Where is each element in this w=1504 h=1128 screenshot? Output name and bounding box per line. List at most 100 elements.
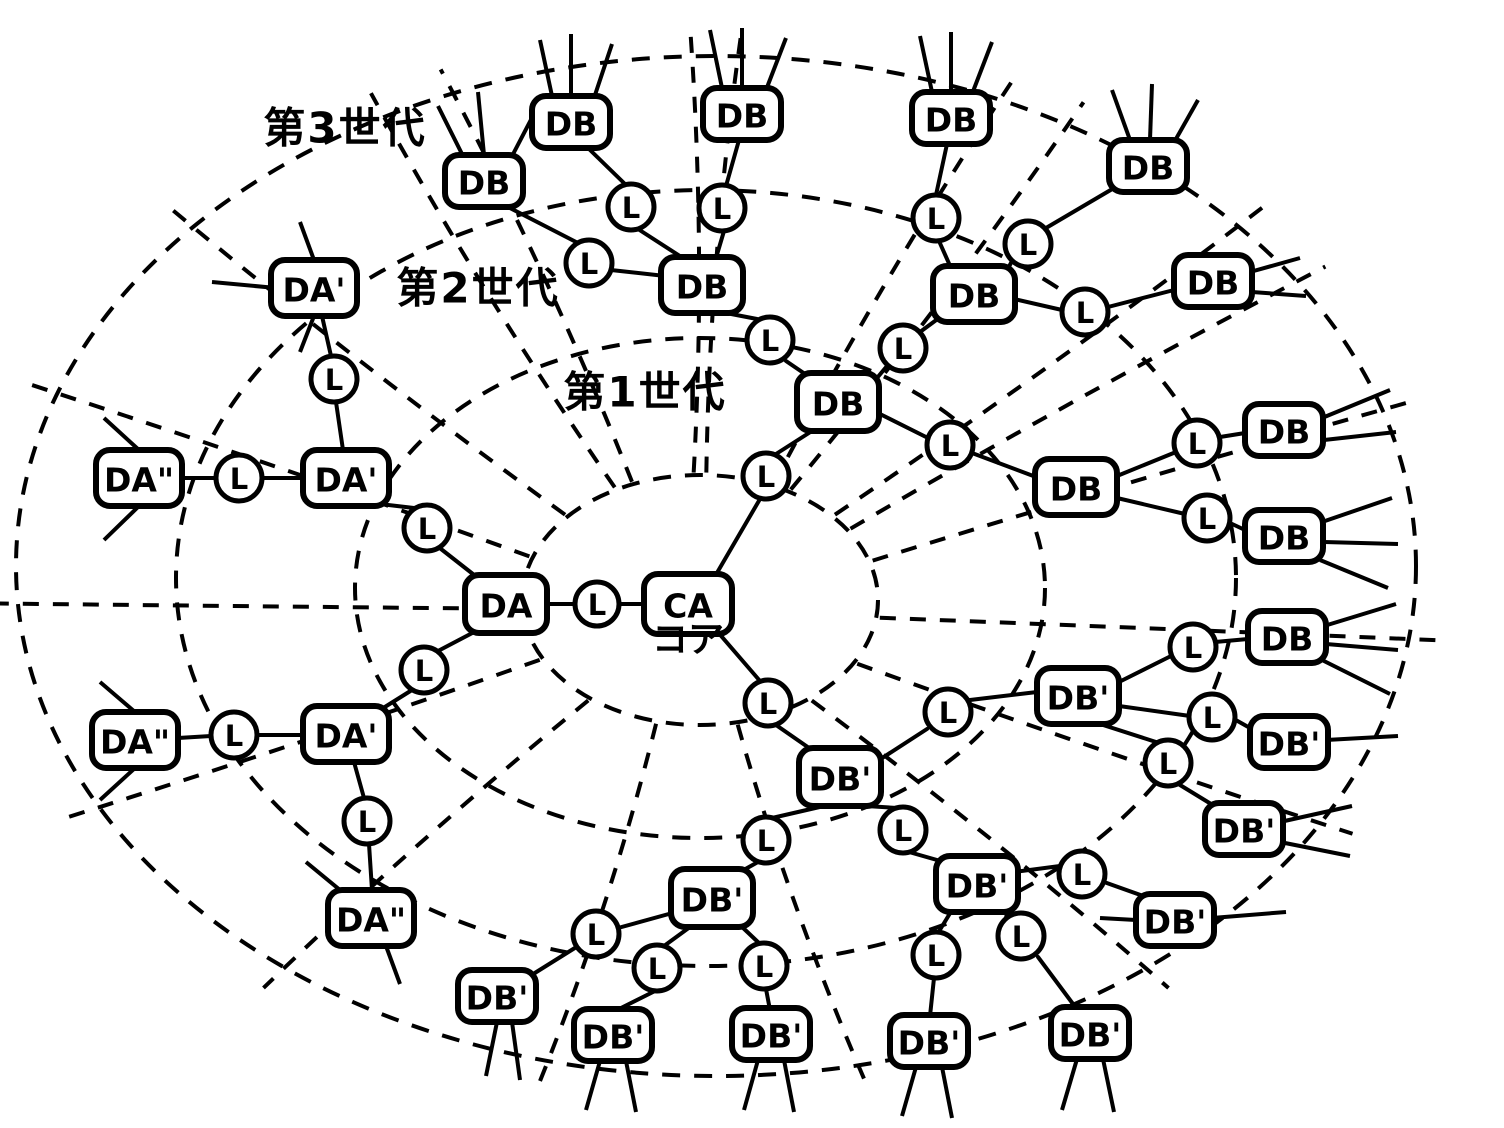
peripheral-stub-line [98, 766, 137, 802]
link-node-label: L [755, 950, 773, 984]
link-node[interactable]: L [398, 644, 450, 696]
link-node[interactable]: L [570, 908, 622, 960]
equipment-node[interactable]: DB [658, 254, 746, 316]
network-edge [714, 628, 762, 683]
equipment-node[interactable]: DB' [571, 1006, 655, 1064]
peripheral-stub-line [1325, 734, 1399, 742]
link-node[interactable]: L [1056, 848, 1108, 900]
link-circle [605, 181, 657, 233]
link-node[interactable]: L [740, 450, 792, 502]
link-node[interactable]: L [740, 814, 792, 866]
link-circle [995, 910, 1047, 962]
link-node[interactable]: L [742, 677, 794, 729]
equipment-node[interactable]: DB [909, 89, 993, 147]
equipment-node[interactable]: DB [1106, 137, 1190, 195]
equipment-node[interactable]: DB' [887, 1012, 971, 1070]
equipment-node[interactable]: DB [794, 370, 882, 434]
equipment-node[interactable]: DB' [1133, 891, 1217, 949]
equipment-node[interactable]: DA" [89, 709, 181, 771]
equipment-node[interactable]: DB [1171, 252, 1255, 310]
node-box [668, 866, 756, 930]
link-node[interactable]: L [631, 942, 683, 994]
equipment-node[interactable]: DA' [268, 257, 360, 319]
equipment-node[interactable]: DA' [300, 703, 392, 765]
link-node[interactable]: L [1142, 737, 1194, 789]
equipment-node[interactable]: DB [700, 85, 784, 143]
link-node[interactable]: L [1171, 417, 1223, 469]
peripheral-stub-line [592, 43, 614, 99]
equipment-node[interactable]: DB' [455, 967, 539, 1025]
link-node[interactable]: L [738, 940, 790, 992]
equipment-node[interactable]: DB [930, 263, 1018, 325]
link-circle [208, 709, 260, 761]
equipment-node[interactable]: DA" [325, 887, 417, 949]
link-node[interactable]: L [696, 182, 748, 234]
link-node[interactable]: L [401, 502, 453, 554]
link-node-label: L [1198, 502, 1216, 536]
peripheral-stub-line [510, 1021, 522, 1081]
link-node[interactable]: L [1059, 286, 1111, 338]
equipment-node[interactable]: DB' [1202, 800, 1286, 858]
sector-divider-line [879, 615, 1444, 643]
equipment-node[interactable]: DB' [1247, 713, 1331, 771]
equipment-node[interactable]: DA' [300, 447, 392, 509]
equipment-node[interactable]: DB' [668, 866, 756, 930]
link-node[interactable]: L [605, 181, 657, 233]
peripheral-stub-line [970, 41, 994, 95]
link-node[interactable]: L [341, 795, 393, 847]
link-node[interactable]: L [744, 314, 796, 366]
link-node[interactable]: L [572, 579, 622, 629]
node-label: DB [1187, 264, 1240, 303]
equipment-node[interactable]: DA [462, 572, 550, 636]
peripheral-stub-line [476, 91, 486, 156]
equipment-node[interactable]: DB [1242, 507, 1326, 565]
link-node[interactable]: L [910, 192, 962, 244]
link-node[interactable]: L [995, 910, 1047, 962]
link-node-label: L [1159, 747, 1177, 781]
peripheral-stub-line [1321, 496, 1393, 524]
link-node[interactable]: L [1002, 218, 1054, 270]
equipment-node[interactable]: DB' [729, 1005, 813, 1063]
equipment-node[interactable]: DB' [933, 853, 1021, 915]
link-node-label: L [358, 805, 376, 839]
link-node[interactable]: L [1186, 691, 1238, 743]
link-node-label: L [1076, 296, 1094, 330]
equipment-node[interactable]: DB [1242, 401, 1326, 459]
network-edge [352, 760, 366, 800]
link-node[interactable]: L [1167, 621, 1219, 673]
link-circle [1142, 737, 1194, 789]
equipment-node[interactable]: DB [442, 152, 526, 210]
link-node-label: L [927, 939, 945, 973]
equipment-node[interactable]: DB' [1034, 665, 1122, 727]
peripheral-stub-line [1325, 642, 1399, 652]
link-node[interactable]: L [213, 452, 265, 504]
link-node[interactable]: L [563, 237, 615, 289]
node-box [1247, 713, 1331, 771]
equipment-node[interactable]: DA" [93, 447, 185, 509]
network-edge [874, 727, 929, 764]
link-circle [213, 452, 265, 504]
node-label: DB' [946, 867, 1009, 906]
equipment-node[interactable]: CA [641, 571, 735, 637]
equipment-node[interactable]: DB [529, 93, 613, 151]
link-node[interactable]: L [208, 709, 260, 761]
link-circle [1002, 218, 1054, 270]
link-node[interactable]: L [910, 929, 962, 981]
link-node[interactable]: L [1181, 492, 1233, 544]
equipment-node[interactable]: DB' [1048, 1004, 1132, 1062]
link-node[interactable]: L [922, 686, 974, 738]
node-box [93, 447, 185, 509]
link-circle [570, 908, 622, 960]
link-node[interactable]: L [877, 322, 929, 374]
link-node-label: L [580, 247, 598, 281]
link-node[interactable]: L [924, 419, 976, 471]
equipment-node[interactable]: DB [1032, 456, 1120, 518]
link-node-label: L [713, 192, 731, 226]
network-edge [439, 547, 480, 580]
equipment-node[interactable]: DB [1245, 608, 1329, 666]
link-node[interactable]: L [877, 804, 929, 856]
link-node-label: L [1203, 701, 1221, 735]
equipment-node[interactable]: DB' [796, 745, 884, 809]
link-node[interactable]: L [308, 353, 360, 405]
peripheral-stub-line [1251, 290, 1307, 298]
